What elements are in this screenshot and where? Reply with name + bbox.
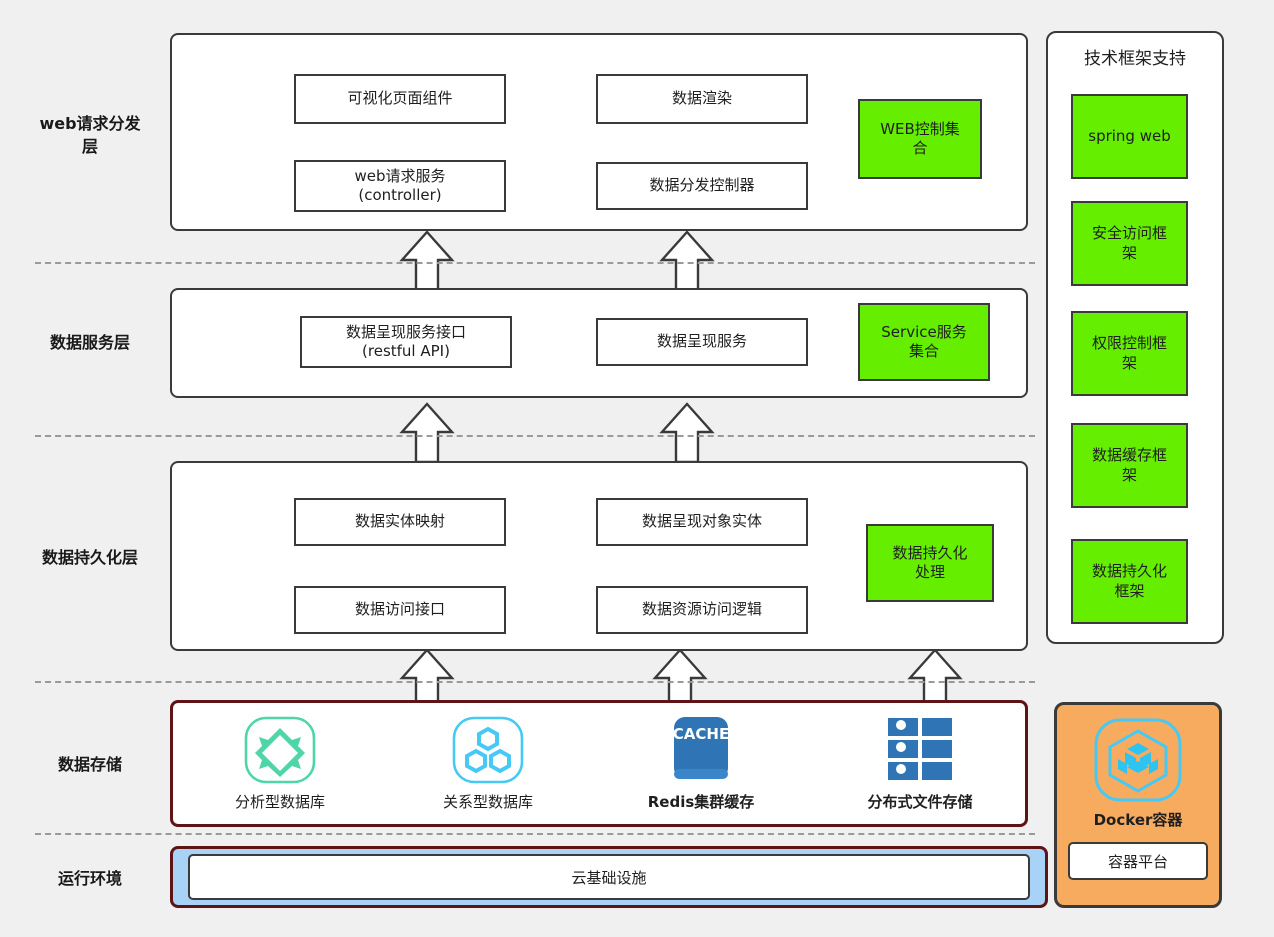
framework-item-spring-web[interactable]: spring web xyxy=(1071,94,1188,179)
storage-item-analytic-database[interactable]: 分析型数据库 xyxy=(200,715,360,815)
framework-item-data-persistence-framework-line2: 框架 xyxy=(1114,581,1145,600)
framework-item-data-persistence-framework-line1: 数据持久化 xyxy=(1091,561,1167,580)
framework-item-data-cache-framework[interactable]: 数据缓存框 架 xyxy=(1071,423,1188,508)
layer-label-web-line2: 层 xyxy=(81,137,98,156)
docker-cube-icon xyxy=(1094,718,1182,802)
cache-icon: CACHE xyxy=(673,717,729,779)
framework-item-data-persistence-framework[interactable]: 数据持久化 框架 xyxy=(1071,539,1188,624)
node-visual-page-component[interactable]: 可视化页面组件 xyxy=(294,74,506,124)
docker-caption: Docker容器 xyxy=(1093,811,1183,829)
layer-separator-4 xyxy=(35,833,1035,835)
framework-item-security-access-framework-line2: 架 xyxy=(1121,243,1137,262)
storage-item-distributed-file-storage[interactable]: 分布式文件存储 xyxy=(840,715,1000,815)
layer-separator-2 xyxy=(35,435,1035,437)
distributed-file-storage-icon xyxy=(888,718,952,780)
green-box-service-set-line2: 集合 xyxy=(908,342,939,360)
green-box-web-control-set-line1: WEB控制集 xyxy=(880,119,960,138)
green-box-persistence-handler-line1: 数据持久化 xyxy=(892,543,968,562)
node-data-entity-mapping[interactable]: 数据实体映射 xyxy=(294,498,506,546)
node-data-present-service-api-line1: 数据呈现服务接口 xyxy=(345,322,466,341)
layer-separator-1 xyxy=(35,262,1035,264)
green-box-service-set-line1: Service服务 xyxy=(881,322,967,341)
layer-separator-3 xyxy=(35,681,1035,683)
green-box-service-set[interactable]: Service服务 集合 xyxy=(858,303,990,381)
runtime-panel: 云基础设施 xyxy=(170,846,1048,908)
layer-label-data-service: 数据服务层 xyxy=(49,333,130,353)
node-data-present-service[interactable]: 数据呈现服务 xyxy=(596,318,808,366)
green-box-persistence-handler-line2: 处理 xyxy=(914,563,945,581)
framework-rail-title: 技术框架支持 xyxy=(1084,48,1186,69)
storage-caption-redis-cache: Redis集群缓存 xyxy=(647,793,755,811)
node-data-present-object-entity[interactable]: 数据呈现对象实体 xyxy=(596,498,808,546)
framework-item-security-access-framework[interactable]: 安全访问框 架 xyxy=(1071,201,1188,286)
green-box-persistence-handler[interactable]: 数据持久化 处理 xyxy=(866,524,994,602)
node-web-request-service-line2: (controller) xyxy=(358,186,442,204)
storage-caption-relational-database: 关系型数据库 xyxy=(442,793,533,811)
runtime-cloud-infrastructure[interactable]: 云基础设施 xyxy=(188,854,1030,900)
framework-item-data-cache-framework-line1: 数据缓存框 xyxy=(1091,445,1167,464)
layer-label-runtime: 运行环境 xyxy=(57,869,122,889)
storage-item-redis-cache[interactable]: CACHE Redis集群缓存 xyxy=(621,715,781,815)
green-box-web-control-set[interactable]: WEB控制集 合 xyxy=(858,99,982,179)
node-data-present-service-api[interactable]: 数据呈现服务接口 (restful API) xyxy=(300,316,512,368)
framework-item-permission-control-framework-line1: 权限控制框 xyxy=(1091,333,1167,352)
docker-panel: Docker容器 容器平台 xyxy=(1054,702,1222,908)
node-data-present-service-api-line2: (restful API) xyxy=(362,342,450,360)
layer-label-persistence: 数据持久化层 xyxy=(41,548,138,568)
layer-label-storage: 数据存储 xyxy=(57,755,122,775)
green-box-web-control-set-line2: 合 xyxy=(912,139,928,157)
node-data-resource-access-logic[interactable]: 数据资源访问逻辑 xyxy=(596,586,808,634)
node-data-dispatch-controller[interactable]: 数据分发控制器 xyxy=(596,162,808,210)
storage-caption-distributed-file-storage: 分布式文件存储 xyxy=(867,793,973,811)
node-data-render[interactable]: 数据渲染 xyxy=(596,74,808,124)
layer-label-web-line1: web请求分发 xyxy=(39,113,141,133)
container-platform-button[interactable]: 容器平台 xyxy=(1068,842,1208,880)
storage-caption-analytic-database: 分析型数据库 xyxy=(234,793,325,811)
framework-item-security-access-framework-line1: 安全访问框 xyxy=(1091,223,1167,242)
relational-database-icon xyxy=(452,716,524,784)
node-web-request-service[interactable]: web请求服务 (controller) xyxy=(294,160,506,212)
framework-item-permission-control-framework-line2: 架 xyxy=(1121,353,1137,372)
storage-item-relational-database[interactable]: 关系型数据库 xyxy=(408,715,568,815)
node-data-access-interface[interactable]: 数据访问接口 xyxy=(294,586,506,634)
layer-label-web: web请求分发 层 xyxy=(10,105,170,165)
cache-icon-text: CACHE xyxy=(673,725,729,743)
analytic-database-icon xyxy=(244,716,316,784)
framework-item-permission-control-framework[interactable]: 权限控制框 架 xyxy=(1071,311,1188,396)
node-web-request-service-line1: web请求服务 xyxy=(354,166,446,185)
framework-item-data-cache-framework-line2: 架 xyxy=(1121,465,1137,484)
